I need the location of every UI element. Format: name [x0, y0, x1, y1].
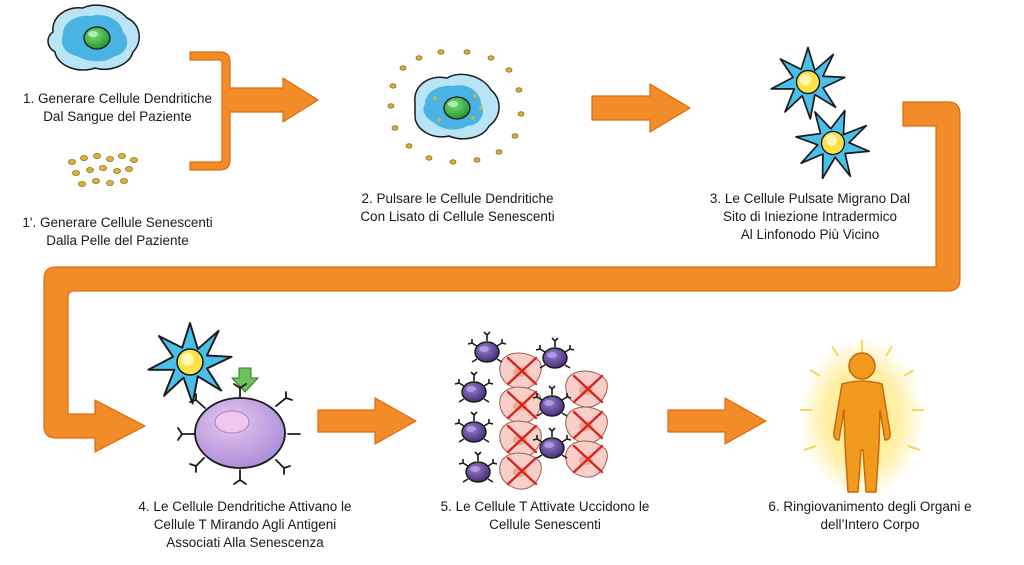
merge-bracket-arrow: [189, 51, 319, 171]
step-4-label: 4. Le Cellule Dendritiche Attivano le Ce…: [138, 499, 352, 550]
migrating-dendritic-cells-icon: [770, 46, 881, 192]
t-cells-killing-icon: [454, 331, 609, 491]
step-2-label: 2. Pulsare le Cellule Dendritiche Con Li…: [360, 191, 555, 224]
t-cell-activation-icon: [147, 322, 301, 485]
step-6-label: 6. Ringiovanimento degli Organi e dell’I…: [768, 499, 972, 532]
arrow-2-to-3: [591, 83, 691, 133]
arrow-4-to-5: [317, 397, 417, 445]
connector-arrows: [43, 51, 961, 453]
arrow-5-to-6: [667, 397, 767, 445]
glowing-human-icon: [800, 338, 924, 498]
step-1-label: 1. Generare Cellule Dendritiche Dal Sang…: [22, 91, 213, 124]
step-1b-label: 1'. Generare Cellule Senescenti Dalla Pe…: [22, 215, 213, 248]
step-5-label: 5. Le Cellule T Attivate Uccidono le Cel…: [440, 499, 650, 532]
senescent-particles-icon: [68, 153, 138, 187]
pulsed-dendritic-cell-icon: [387, 49, 525, 165]
step-3-label: 3. Le Cellule Pulsate Migrano Dal Sito d…: [709, 191, 911, 242]
wrap-around-arrow: [43, 101, 961, 453]
activation-arrow-icon: [230, 367, 260, 393]
dendritic-cell-icon: [47, 4, 140, 71]
